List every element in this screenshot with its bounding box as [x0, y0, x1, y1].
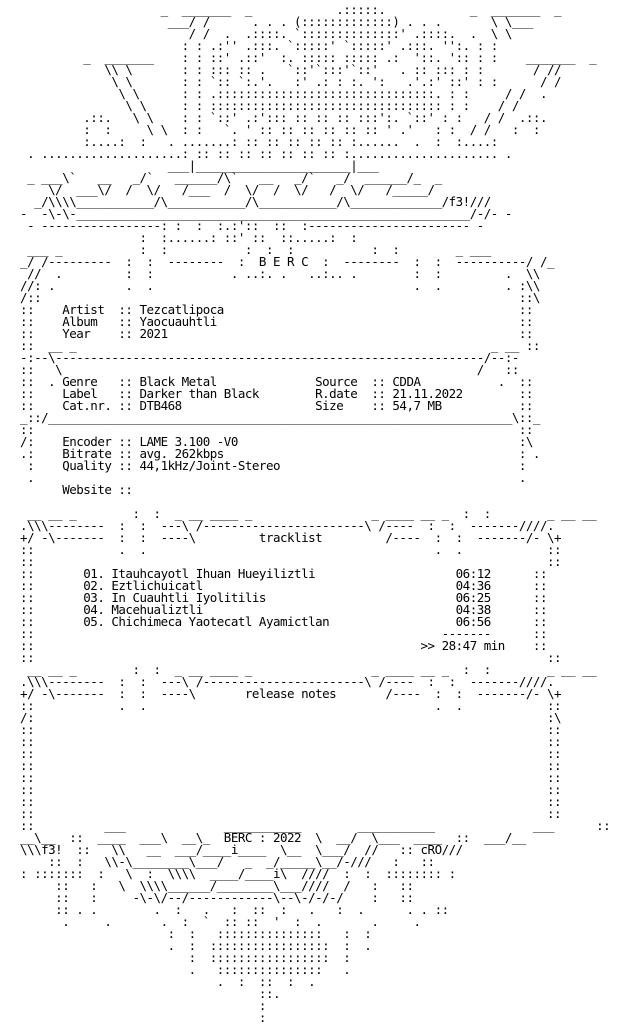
ascii-art-banner: _ _______ _ .:::::. _ _______ _ ___/ / .…	[20, 2, 611, 1025]
nfo-document: _ _______ _ .:::::. _ _______ _ ___/ / .…	[20, 2, 611, 1025]
